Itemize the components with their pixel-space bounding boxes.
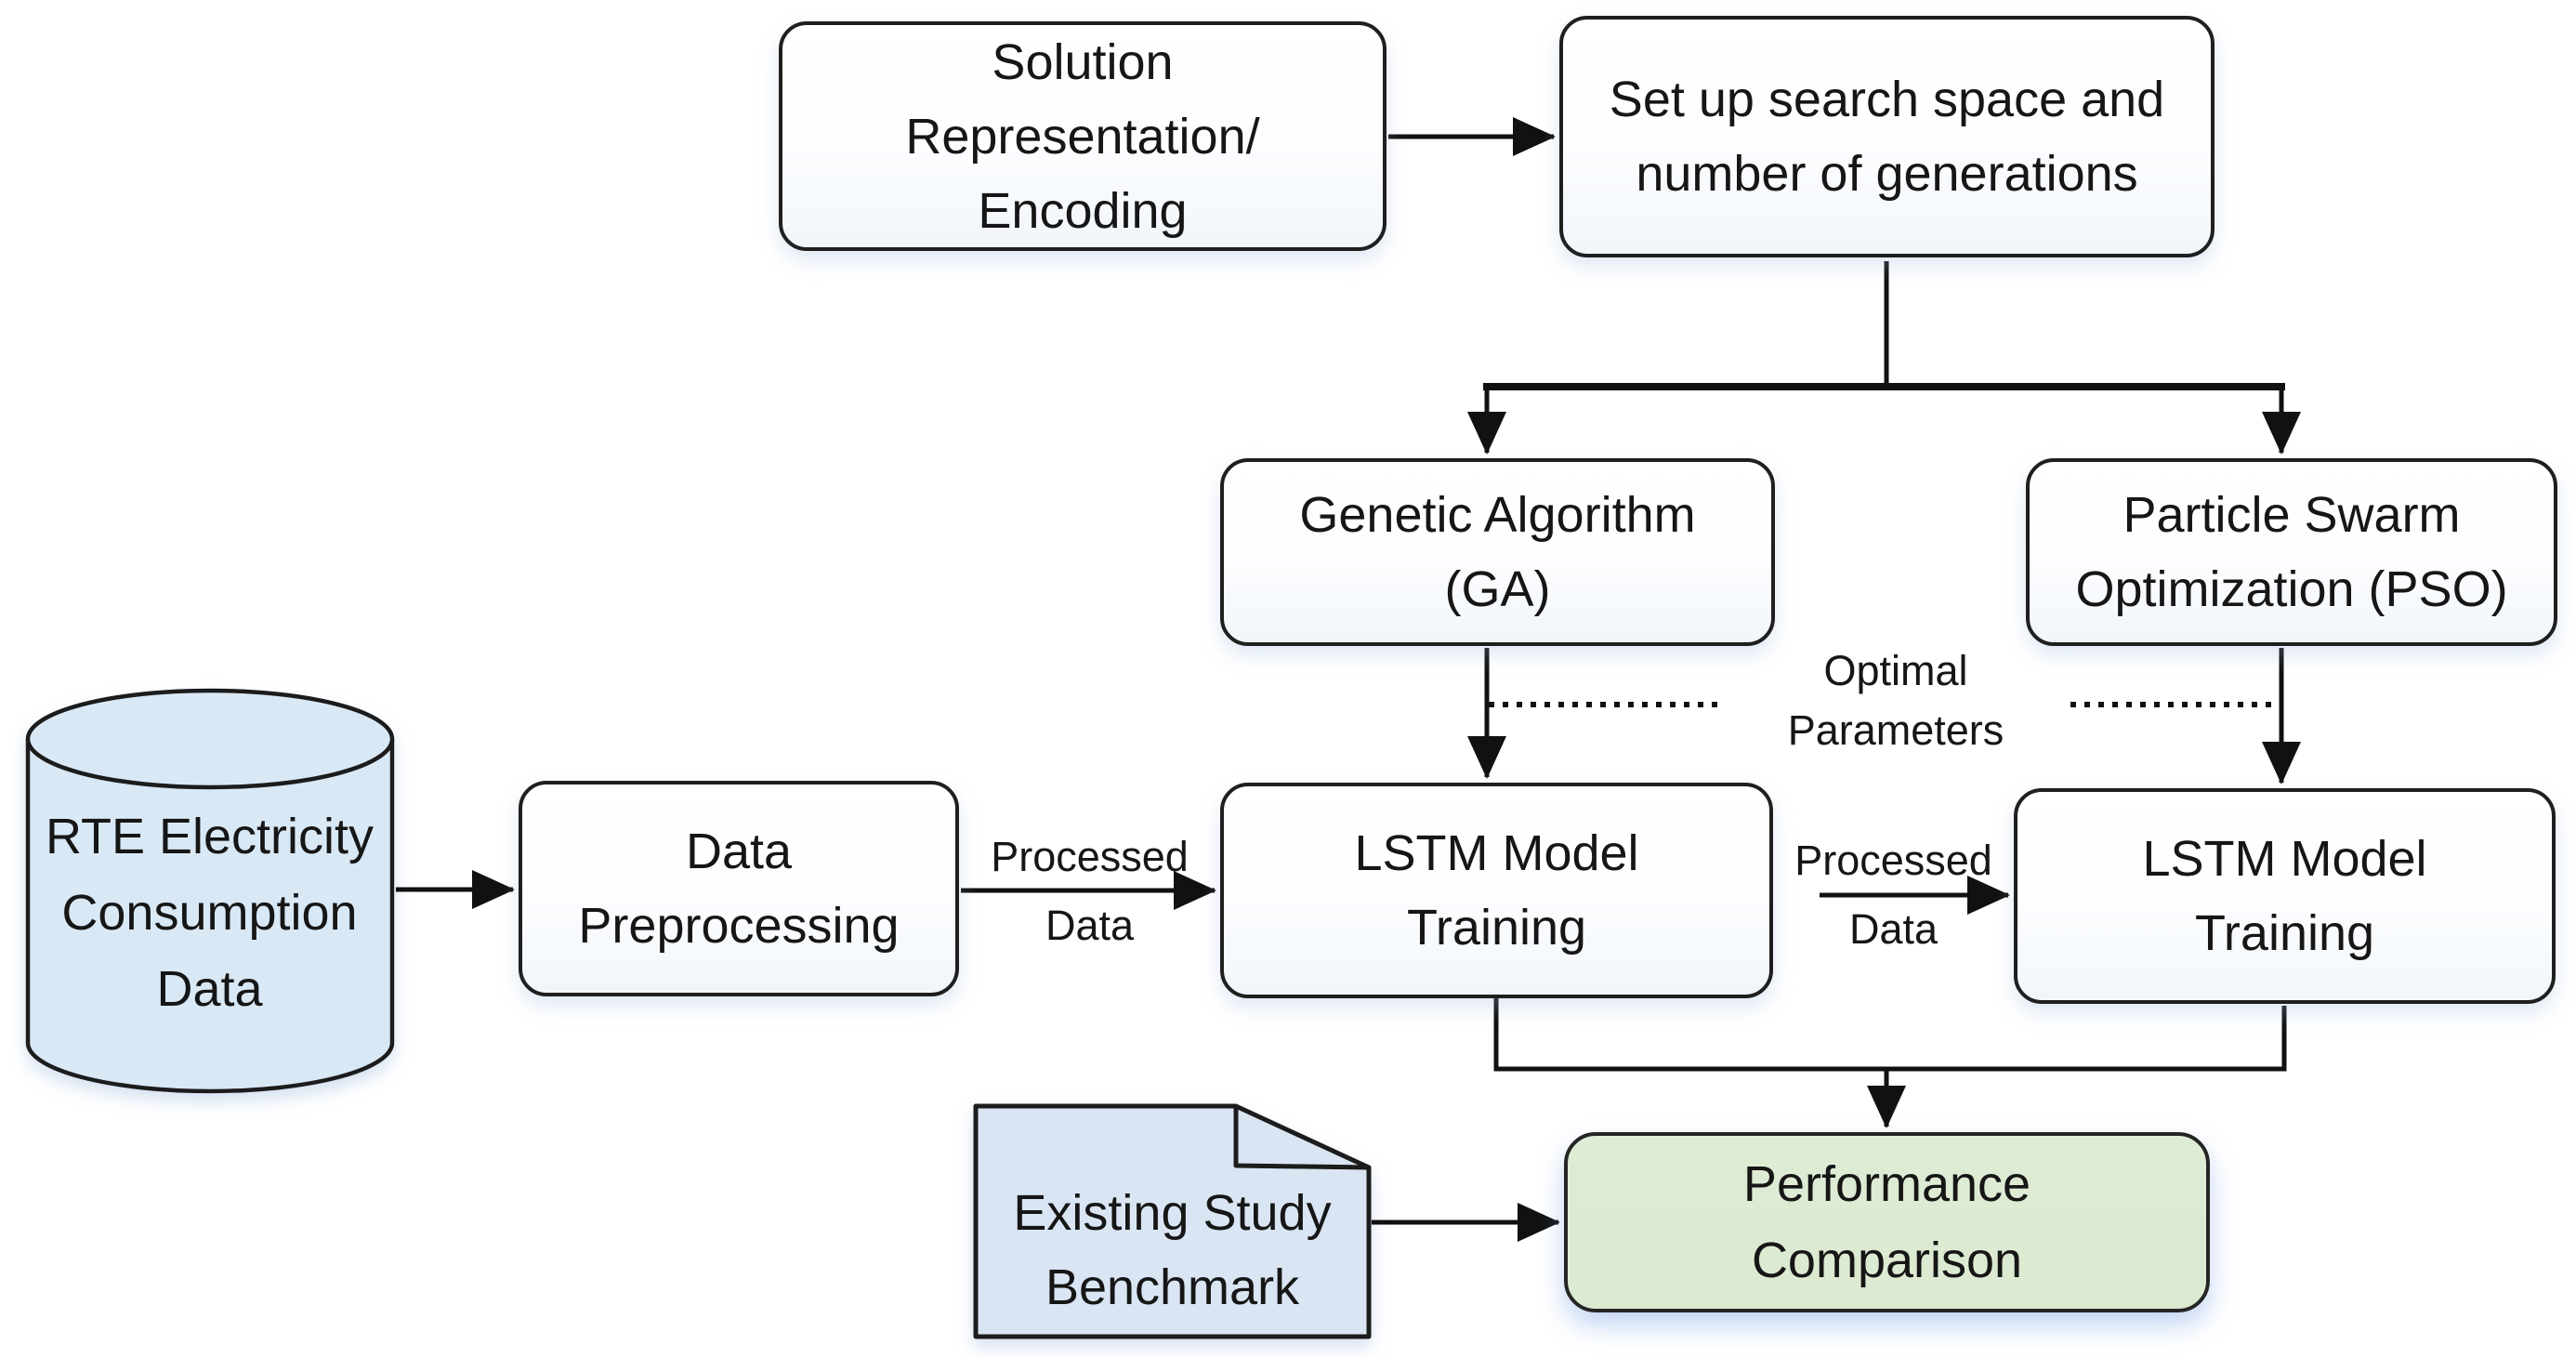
node-data-preprocessing: Data Preprocessing xyxy=(519,781,959,996)
edge-label-line: Data xyxy=(1045,902,1135,949)
node-lstm-training-right: LSTM Model Training xyxy=(2014,788,2556,1004)
node-label-line: Benchmark xyxy=(1045,1259,1300,1315)
node-label-line: Encoding xyxy=(978,182,1188,239)
document-fold-corner xyxy=(1233,1106,1370,1170)
node-label-line: number of generations xyxy=(1636,146,2138,202)
node-label-line: Optimization (PSO) xyxy=(2075,561,2508,617)
line-lstm-merge xyxy=(1493,998,2287,1072)
node-label-line: LSTM Model xyxy=(2142,831,2427,887)
node-label-line: Data xyxy=(685,824,793,879)
node-label-line: Performance xyxy=(1742,1156,2031,1212)
node-label-line: Genetic Algorithm xyxy=(1299,487,1696,543)
node-label-line: Representation/ xyxy=(905,108,1260,165)
edge-label-line: Processed xyxy=(991,833,1189,880)
node-label-line: Solution xyxy=(992,33,1174,90)
edge-label-processed-data-mid: Processed Data xyxy=(1773,839,2014,951)
node-label-line: Training xyxy=(1406,900,1587,956)
node-label-line: Comparison xyxy=(1751,1233,2023,1288)
edge-label-line: Processed xyxy=(1794,837,1992,884)
edge-label-line: Parameters xyxy=(1787,706,2004,754)
cylinder-top xyxy=(25,688,395,790)
node-label-line: RTE Electricity xyxy=(45,809,375,864)
node-search-space: Set up search space and number of genera… xyxy=(1559,16,2215,257)
node-label-line: Existing Study xyxy=(1013,1185,1332,1241)
edge-label-processed-data-left: Processed Data xyxy=(959,836,1220,947)
edge-label-line: Data xyxy=(1848,905,1939,953)
node-solution-encoding: Solution Representation/ Encoding xyxy=(779,21,1387,251)
node-label-line: Data xyxy=(156,961,263,1017)
node-label-line: LSTM Model xyxy=(1354,825,1639,881)
edge-label-optimal-parameters: Optimal Parameters xyxy=(1747,650,2044,752)
node-particle-swarm: Particle Swarm Optimization (PSO) xyxy=(2026,458,2557,646)
node-label-line: (GA) xyxy=(1444,561,1551,617)
node-label-line: Particle Swarm xyxy=(2123,487,2461,543)
database-rte-data-label: RTE Electricity Consumption Data xyxy=(26,798,393,1027)
node-lstm-training-left: LSTM Model Training xyxy=(1220,783,1773,998)
node-performance-comparison: Performance Comparison xyxy=(1564,1132,2210,1312)
document-benchmark-label: Existing Study Benchmark xyxy=(976,1176,1369,1325)
node-label-line: Set up search space and xyxy=(1609,72,2165,127)
node-label-line: Training xyxy=(2194,905,2375,961)
edge-label-line: Optimal xyxy=(1823,647,1968,694)
node-genetic-algorithm: Genetic Algorithm (GA) xyxy=(1220,458,1775,646)
node-label-line: Consumption xyxy=(61,885,358,941)
node-label-line: Preprocessing xyxy=(578,898,900,954)
